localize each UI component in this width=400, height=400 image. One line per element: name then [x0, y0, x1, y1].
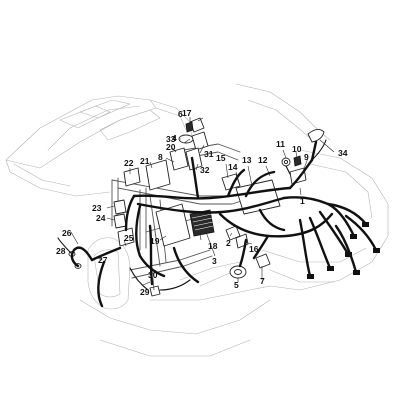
callout-13: 13 [242, 155, 252, 165]
control-unit-19 [155, 203, 191, 247]
relay-21 [145, 159, 171, 191]
callout-26: 26 [62, 228, 72, 238]
battery-13 [235, 179, 281, 215]
callout-16: 16 [249, 244, 259, 254]
callout-33: 33 [166, 134, 176, 144]
relay-20 [169, 147, 189, 171]
callout-9: 9 [304, 152, 309, 162]
connector-30 [149, 285, 161, 297]
callout-12: 12 [258, 155, 268, 165]
callout-21: 21 [140, 156, 150, 166]
callout-7: 7 [260, 276, 265, 286]
callout-3: 3 [212, 256, 217, 266]
callout-24: 24 [96, 213, 106, 223]
callout-19: 19 [150, 236, 160, 246]
callout-27: 27 [98, 255, 108, 265]
harness-boot-18 [189, 209, 215, 237]
vehicle-body-outline [5, 83, 389, 357]
callout-31: 31 [204, 149, 214, 159]
callout-labels: 1 2 3 4 5 6 7 8 9 10 11 12 13 14 15 16 1… [56, 108, 348, 297]
callout-4: 4 [172, 133, 177, 143]
callout-30: 30 [148, 270, 158, 280]
sensor-7 [255, 253, 271, 269]
callout-25: 25 [124, 233, 134, 243]
callout-14: 14 [228, 162, 238, 172]
callout-17: 17 [182, 108, 192, 118]
callout-32: 32 [200, 165, 210, 175]
callout-5: 5 [234, 280, 239, 290]
callout-1: 1 [300, 196, 305, 206]
callout-6: 6 [178, 109, 183, 119]
clip-10 [293, 155, 302, 167]
lamp-socket-34 [307, 129, 325, 143]
components [68, 117, 325, 297]
callout-2: 2 [226, 238, 231, 248]
callout-29: 29 [140, 287, 150, 297]
leader-lines [65, 117, 335, 291]
callout-15: 15 [216, 153, 226, 163]
relay-22 [123, 167, 141, 187]
relay-24 [113, 213, 127, 229]
callout-18: 18 [208, 241, 218, 251]
callout-10: 10 [292, 144, 302, 154]
relay-23 [113, 199, 127, 215]
grommet-11-inner [283, 159, 289, 165]
clip-6 [185, 121, 194, 133]
callout-20: 20 [166, 142, 176, 152]
callout-28: 28 [56, 246, 66, 256]
fuse-block-25 [117, 227, 135, 247]
callout-8: 8 [158, 152, 163, 162]
relay-box-31 [191, 131, 209, 151]
callout-11: 11 [276, 139, 285, 149]
callout-23: 23 [92, 203, 102, 213]
wiring-harness [57, 139, 380, 308]
callout-34: 34 [338, 148, 348, 158]
callout-22: 22 [124, 158, 134, 168]
